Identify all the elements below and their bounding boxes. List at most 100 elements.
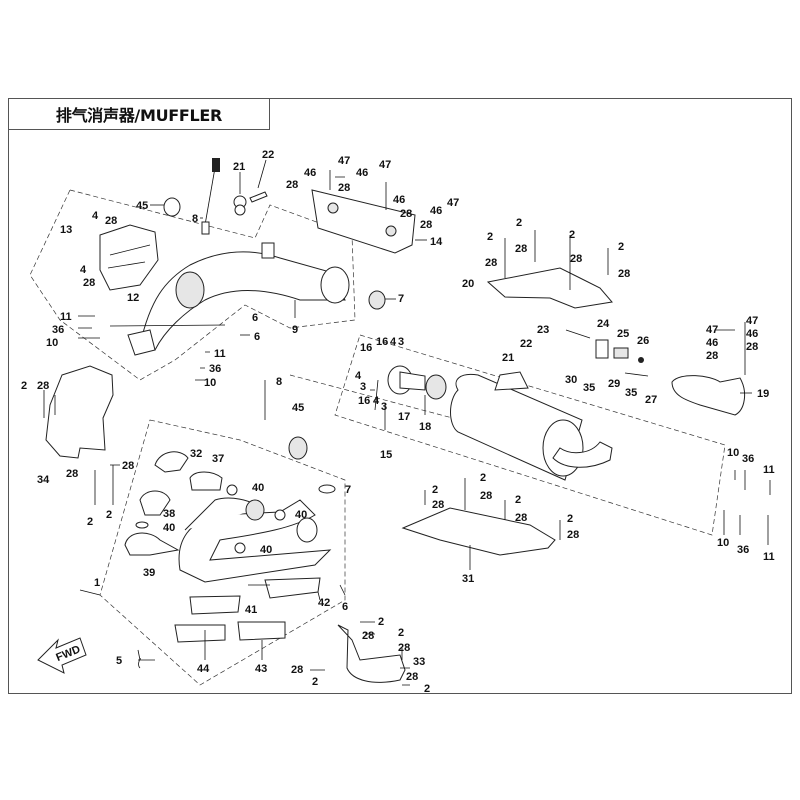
- callout-45: 45: [292, 402, 304, 414]
- callout-28: 28: [83, 277, 95, 289]
- callout-10: 10: [717, 537, 729, 549]
- callout-40: 40: [252, 482, 264, 494]
- part-7-gasket-lower: [318, 484, 336, 494]
- callout-16: 16: [358, 395, 370, 407]
- callout-8: 8: [192, 213, 198, 225]
- callout-21: 21: [233, 161, 245, 173]
- callout-28: 28: [420, 219, 432, 231]
- callout-33: 33: [413, 656, 425, 668]
- callout-47: 47: [746, 315, 758, 327]
- callout-2: 2: [480, 472, 486, 484]
- callout-6: 6: [254, 331, 260, 343]
- callout-10: 10: [204, 377, 216, 389]
- part-8-o2-sensor-top: [201, 158, 220, 235]
- callout-4: 4: [390, 336, 397, 348]
- callout-6: 6: [342, 601, 348, 613]
- callout-40: 40: [260, 544, 272, 556]
- callout-16: 16: [376, 336, 388, 348]
- callout-28: 28: [567, 529, 579, 541]
- callout-3: 3: [360, 381, 366, 393]
- callout-3: 3: [398, 336, 404, 348]
- callout-7: 7: [345, 484, 351, 496]
- callout-12: 12: [127, 292, 139, 304]
- callout-7: 7: [398, 293, 404, 305]
- callout-35: 35: [625, 387, 637, 399]
- part-9-front-pipe: [127, 242, 350, 356]
- callout-36: 36: [209, 363, 221, 375]
- part-32-37-38-39-elbows: [124, 451, 223, 556]
- leader-lines: [43, 159, 771, 686]
- part-24-25-bracket-bushing: [565, 329, 649, 377]
- callout-28: 28: [286, 179, 298, 191]
- part-14-heat-shield: [311, 189, 416, 254]
- callout-28: 28: [485, 257, 497, 269]
- callout-4: 4: [92, 210, 99, 222]
- callout-20: 20: [462, 278, 474, 290]
- part-40-clamps: [135, 484, 286, 554]
- callout-28: 28: [746, 341, 758, 353]
- callout-28: 28: [400, 208, 412, 220]
- part-34-heat-shield: [45, 365, 114, 459]
- callout-35: 35: [583, 382, 595, 394]
- callout-17: 17: [398, 411, 410, 423]
- page-title: 排气消声器/MUFFLER: [55, 106, 223, 125]
- callout-28: 28: [480, 490, 492, 502]
- callout-4: 4: [355, 370, 362, 382]
- callout-2: 2: [432, 484, 438, 496]
- leader-dashed-misc: [289, 374, 461, 421]
- callout-2: 2: [424, 683, 430, 695]
- callout-47: 47: [379, 159, 391, 171]
- callout-28: 28: [338, 182, 350, 194]
- callout-28: 28: [432, 499, 444, 511]
- part-5-spring: [137, 649, 141, 669]
- callout-28: 28: [515, 243, 527, 255]
- callout-2: 2: [106, 509, 112, 521]
- part-45-gasket-lower: [288, 436, 308, 460]
- callout-2: 2: [378, 616, 384, 628]
- callout-2: 2: [398, 627, 404, 639]
- callout-39: 39: [143, 567, 155, 579]
- callout-1: 1: [94, 577, 100, 589]
- callout-2: 2: [312, 676, 318, 688]
- callout-2: 2: [487, 231, 493, 243]
- part-20-skid-plate: [486, 267, 613, 309]
- callout-28: 28: [406, 671, 418, 683]
- callout-5: 5: [116, 655, 122, 667]
- part-19-tail-pipe: [671, 375, 746, 416]
- callout-47: 47: [447, 197, 459, 209]
- callout-40: 40: [163, 522, 175, 534]
- callout-28: 28: [398, 642, 410, 654]
- callout-9: 9: [292, 324, 298, 336]
- callout-8: 8: [276, 376, 282, 388]
- callout-10: 10: [727, 447, 739, 459]
- callout-47: 47: [338, 155, 350, 167]
- callout-2: 2: [516, 217, 522, 229]
- callout-36: 36: [52, 324, 64, 336]
- callout-46: 46: [356, 167, 368, 179]
- callout-46: 46: [393, 194, 405, 206]
- callout-28: 28: [618, 268, 630, 280]
- callout-36: 36: [737, 544, 749, 556]
- callout-2: 2: [21, 380, 27, 392]
- callouts: 22 21 45 8 4 28 13 4 28 12 6 6 9 11 36 1…: [21, 149, 775, 695]
- callout-28: 28: [37, 380, 49, 392]
- callout-28: 28: [122, 460, 134, 472]
- callout-25: 25: [617, 328, 629, 340]
- callout-11: 11: [214, 348, 226, 360]
- part-41-42-43-44-heat-guards: [174, 577, 321, 643]
- callout-2: 2: [567, 513, 573, 525]
- callout-10: 10: [46, 337, 58, 349]
- callout-46: 46: [430, 205, 442, 217]
- callout-2: 2: [87, 516, 93, 528]
- callout-28: 28: [105, 215, 117, 227]
- callout-47: 47: [706, 324, 718, 336]
- group-outline-muffler: [334, 334, 726, 536]
- fwd-arrow: FWD: [37, 637, 87, 674]
- callout-11: 11: [763, 464, 775, 476]
- callout-23: 23: [537, 324, 549, 336]
- callout-11: 11: [60, 311, 72, 323]
- callout-28: 28: [66, 468, 78, 480]
- callout-26: 26: [637, 335, 649, 347]
- part-15-muffler: [450, 371, 613, 481]
- callout-4: 4: [373, 395, 380, 407]
